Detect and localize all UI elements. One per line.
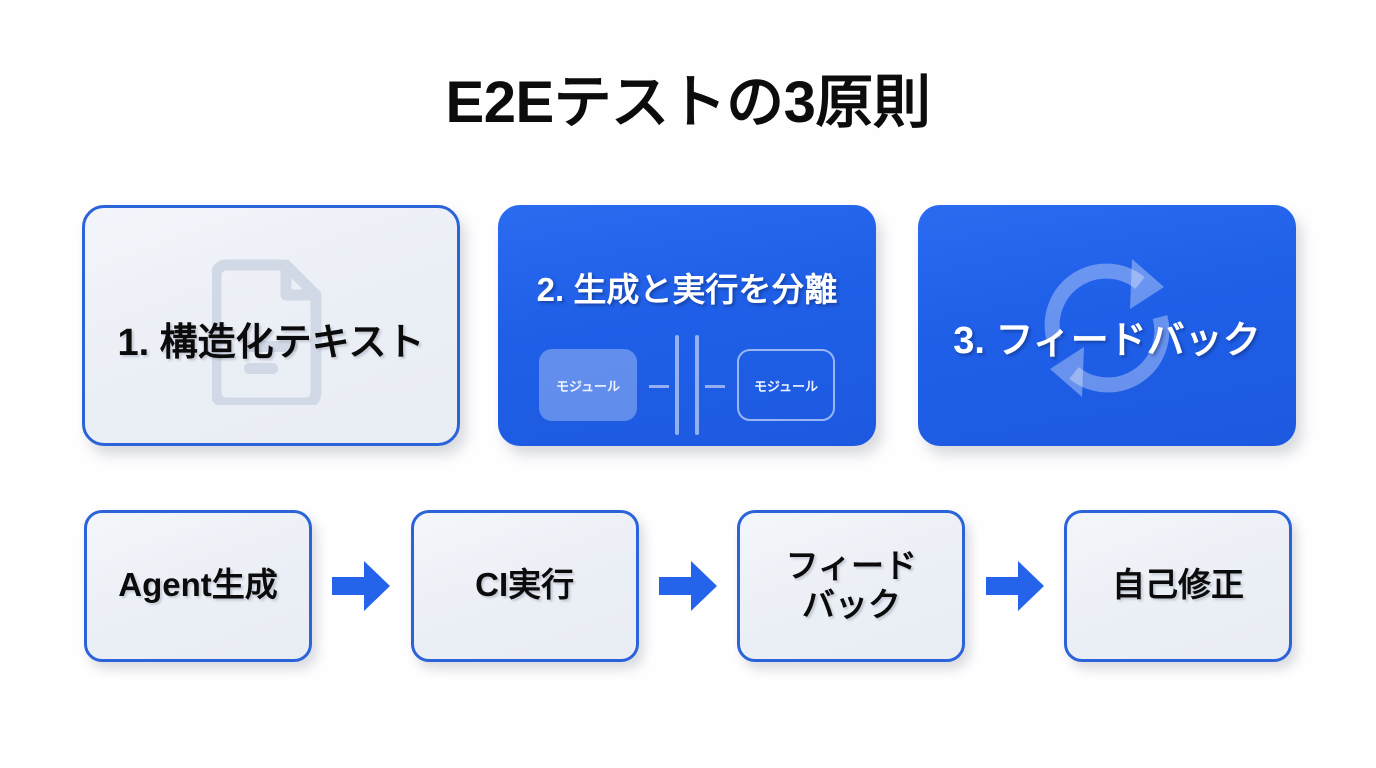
flow-step-3[interactable]: フィード バック xyxy=(737,509,966,662)
principle-card-2[interactable]: 2. 生成と実行を分離 モジュール モジュール xyxy=(498,205,876,446)
flow-step-3-label: フィード バック xyxy=(785,546,918,623)
page-title: E2Eテストの3原則 xyxy=(445,70,931,135)
flow-step-2-label: CI実行 xyxy=(475,566,575,604)
separation-divider xyxy=(649,335,725,435)
connector-left-line xyxy=(649,385,669,388)
flow-step-2[interactable]: CI実行 xyxy=(410,509,639,662)
split-modules-icon: モジュール モジュール xyxy=(539,335,835,435)
arrow-right-icon-2 xyxy=(639,557,738,615)
module-box-right: モジュール xyxy=(737,349,835,421)
module-box-left-label: モジュール xyxy=(555,378,621,394)
principle-card-1-label: 1. 構造化テキスト xyxy=(117,322,425,364)
divider-bar-2 xyxy=(695,335,699,435)
principle-card-2-label: 2. 生成と実行を分離 xyxy=(536,271,838,308)
flow-step-4-label: 自己修正 xyxy=(1112,566,1245,604)
module-box-right-label: モジュール xyxy=(753,378,819,394)
flow-step-4[interactable]: 自己修正 xyxy=(1064,509,1293,662)
process-flow: Agent生成 CI実行 フィード バック 自己修正 xyxy=(84,508,1293,663)
arrow-right-icon-1 xyxy=(312,557,411,615)
module-box-left: モジュール xyxy=(539,349,637,421)
principles-row: 1. 構造化テキスト 2. 生成と実行を分離 モジュール モジュール xyxy=(82,205,1296,446)
principle-card-1[interactable]: 1. 構造化テキスト xyxy=(82,205,460,446)
principle-card-3-label: 3. フィードバック xyxy=(953,320,1261,362)
flow-step-1[interactable]: Agent生成 xyxy=(84,509,312,662)
connector-right-line xyxy=(705,385,725,388)
principle-card-3[interactable]: 3. フィードバック xyxy=(918,205,1296,446)
arrow-right-icon-3 xyxy=(965,557,1064,615)
divider-bar-1 xyxy=(675,335,679,435)
flow-step-1-label: Agent生成 xyxy=(118,566,278,604)
